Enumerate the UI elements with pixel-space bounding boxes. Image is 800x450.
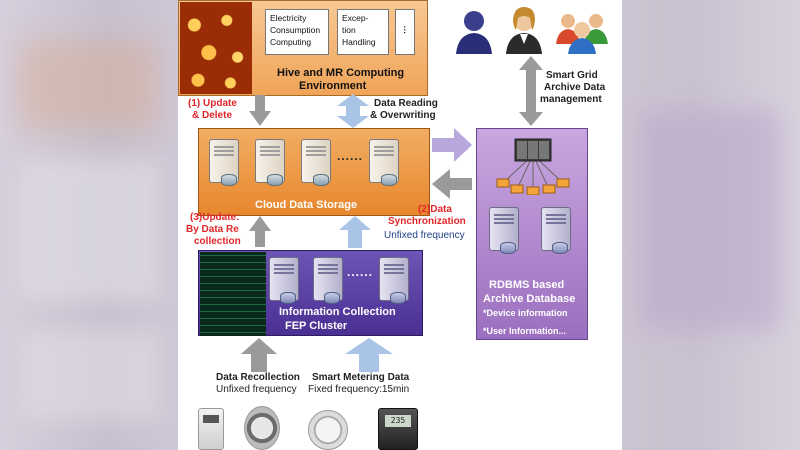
disk-icon bbox=[381, 174, 397, 186]
cloud-to-rdbms-arrow bbox=[432, 128, 472, 162]
disk-icon bbox=[390, 292, 406, 304]
smart-grid-label-1: Smart Grid bbox=[546, 70, 598, 81]
database-server-icon bbox=[489, 207, 519, 254]
cloud-storage-title: Cloud Data Storage bbox=[255, 199, 358, 211]
fep-server-icon bbox=[379, 257, 409, 304]
box-line: tion bbox=[342, 25, 356, 35]
recollection-input-arrow bbox=[241, 338, 277, 372]
storage-server-icon bbox=[255, 139, 285, 186]
reading-double-arrow bbox=[337, 94, 369, 128]
dots: ··· bbox=[400, 25, 410, 35]
data-overwriting-label: & Overwriting bbox=[370, 110, 436, 121]
box-line: Handling bbox=[342, 37, 376, 47]
box-line: Excep- bbox=[342, 13, 369, 23]
recollection-up-arrow bbox=[249, 216, 271, 247]
sync-frequency-label: Unfixed frequency bbox=[384, 230, 465, 241]
rdbms-to-cloud-arrow bbox=[432, 169, 472, 199]
fep-subtitle: FEP Cluster bbox=[285, 320, 348, 332]
rdbms-archive-box: RDBMS based Archive Database *Device inf… bbox=[476, 128, 588, 340]
exception-handling-box: Excep- tion Handling bbox=[337, 9, 389, 55]
update-3-label: (3)Update: bbox=[190, 212, 240, 223]
recollection-frequency-label: Unfixed frequency bbox=[216, 384, 297, 395]
cloud-data-storage-box: ...... Cloud Data Storage bbox=[198, 128, 430, 216]
blur-patch bbox=[18, 40, 158, 130]
electricity-computing-box: Electricity Consumption Computing bbox=[265, 9, 329, 55]
disk-icon bbox=[324, 292, 340, 304]
disk-icon bbox=[280, 292, 296, 304]
digital-meter-device: 235 bbox=[378, 408, 418, 450]
rdbms-subtitle: Archive Database bbox=[483, 293, 576, 305]
network-cluster-icon bbox=[496, 138, 570, 195]
update-delete-label: (1) Update bbox=[188, 98, 237, 109]
disk-icon bbox=[221, 174, 237, 186]
database-server-icon bbox=[541, 207, 571, 254]
metering-frequency-label: Fixed frequency:15min bbox=[308, 384, 410, 395]
hive-subtitle: Environment bbox=[299, 80, 367, 92]
more-box: ··· bbox=[395, 9, 415, 55]
storage-server-icon bbox=[369, 139, 399, 186]
users-icons bbox=[456, 7, 608, 54]
meter-screen bbox=[203, 415, 219, 423]
hive-mr-box: Electricity Consumption Computing Excep-… bbox=[178, 0, 428, 96]
metering-input-arrow bbox=[345, 338, 393, 372]
architecture-diagram: Electricity Consumption Computing Excep-… bbox=[178, 0, 622, 450]
smart-grid-label-2: Archive Data bbox=[544, 82, 606, 93]
fep-server-icon bbox=[313, 257, 343, 304]
box-line: Consumption bbox=[270, 25, 321, 35]
disk-icon bbox=[313, 174, 329, 186]
binary-data-image bbox=[200, 252, 266, 336]
server-ellipsis: ...... bbox=[347, 265, 374, 279]
update-delete-label-2: & Delete bbox=[192, 110, 233, 121]
hive-title: Hive and MR Computing bbox=[277, 67, 405, 79]
fep-server-icon bbox=[269, 257, 299, 304]
fep-cluster-box: ...... Information Collection FEP Cluste… bbox=[198, 250, 423, 336]
rdbms-device-info: *Device information bbox=[483, 308, 568, 318]
box-line: Electricity bbox=[270, 13, 307, 23]
male-user-icon bbox=[456, 11, 492, 54]
smart-metering-label: Smart Metering Data bbox=[312, 372, 410, 383]
electric-meter-device bbox=[198, 408, 224, 450]
box-line: Computing bbox=[270, 37, 312, 47]
sync-label-1: (2)Data bbox=[418, 204, 452, 215]
sync-up-arrow bbox=[339, 216, 371, 248]
blur-patch bbox=[20, 330, 160, 420]
digital-meter-display: 235 bbox=[385, 415, 411, 427]
server-ellipsis: ...... bbox=[337, 149, 364, 163]
user-group-icon bbox=[556, 14, 608, 54]
blur-patch bbox=[640, 110, 780, 330]
hive-texture-image bbox=[180, 2, 252, 94]
rdbms-title: RDBMS based bbox=[489, 279, 565, 291]
disk-icon bbox=[267, 174, 283, 186]
disk-icon bbox=[552, 242, 568, 254]
data-reading-label: Data Reading bbox=[374, 98, 438, 109]
female-user-icon bbox=[506, 7, 542, 54]
blur-patch bbox=[20, 160, 160, 300]
disk-icon bbox=[500, 242, 516, 254]
update-3-label-2: By Data Re bbox=[186, 224, 239, 235]
storage-server-icon bbox=[301, 139, 331, 186]
round-electric-meter-device bbox=[308, 410, 348, 450]
storage-server-icon bbox=[209, 139, 239, 186]
sync-label-2: Synchronization bbox=[388, 216, 466, 227]
update-3-label-3: collection bbox=[194, 236, 241, 247]
gas-meter-device bbox=[244, 406, 280, 450]
update-down-arrow bbox=[249, 95, 271, 126]
archive-management-arrow bbox=[519, 56, 543, 126]
fep-title: Information Collection bbox=[279, 306, 396, 318]
data-recollection-label: Data Recollection bbox=[216, 372, 300, 383]
rdbms-user-info: *User Information... bbox=[483, 326, 567, 336]
smart-grid-label-3: management bbox=[540, 94, 602, 105]
